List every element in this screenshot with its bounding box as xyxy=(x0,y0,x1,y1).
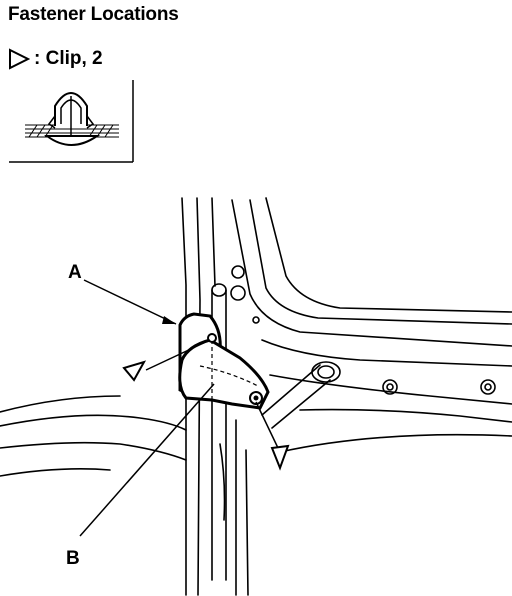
door-opening-edge xyxy=(231,199,512,347)
clip-marker-lower-leader xyxy=(255,401,279,449)
clip-marker-lower-icon xyxy=(270,444,290,471)
callout-a-label: A xyxy=(68,262,82,283)
clip-triangle-icon xyxy=(9,48,30,70)
callout-b-label: B xyxy=(66,548,80,569)
pillar-inner-edge xyxy=(196,197,201,596)
clip-inset-illustration xyxy=(9,80,134,163)
clip-marker-upper-leader xyxy=(145,339,211,371)
clip-legend-label: : Clip, 2 xyxy=(34,48,103,69)
pillar-outer-edge xyxy=(181,197,187,596)
clip-marker-upper-icon xyxy=(122,360,147,382)
trim-piece-b xyxy=(178,338,270,410)
callout-b-leader xyxy=(79,383,215,537)
door-opening-illustration xyxy=(0,197,512,596)
page-title: Fastener Locations xyxy=(8,4,179,25)
callout-a-leader xyxy=(83,279,177,325)
clip-legend: : Clip, 2 xyxy=(8,46,103,72)
